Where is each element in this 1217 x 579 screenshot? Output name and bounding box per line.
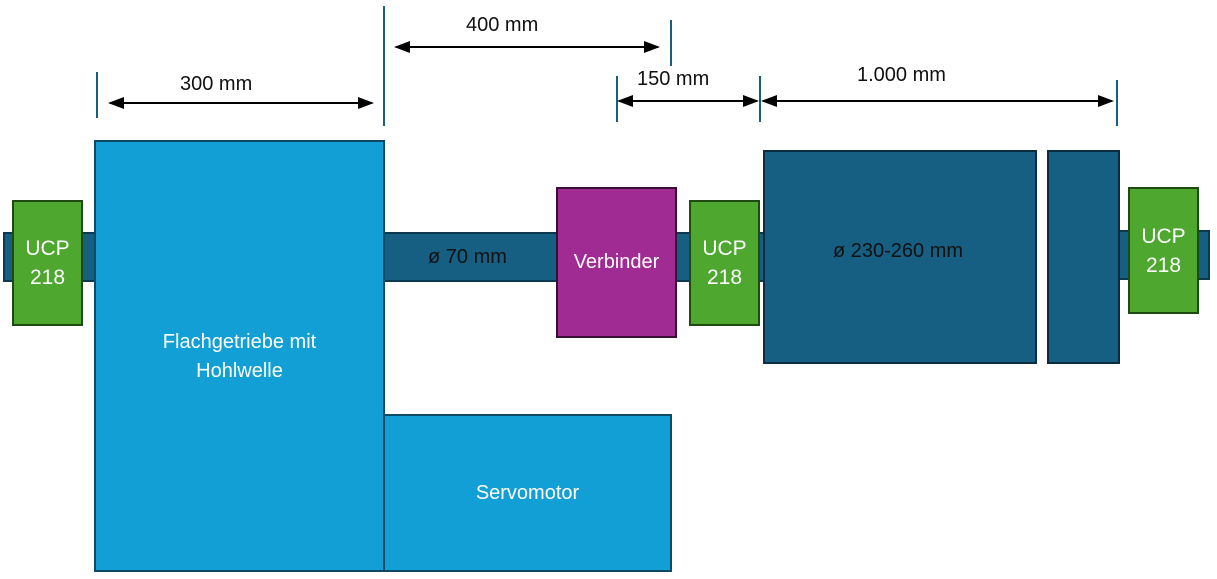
connector-verbinder: Verbinder — [556, 187, 677, 338]
ucp-bearing-right: UCP 218 — [1128, 187, 1199, 314]
dim-label-1000: 1.000 mm — [857, 64, 946, 86]
dim-tick — [759, 76, 761, 122]
ucp-bearing-middle: UCP 218 — [689, 200, 760, 326]
ucp-bearing-left: UCP 218 — [12, 200, 83, 326]
dim-tick — [383, 6, 385, 126]
shaft-diameter-label: ø 70 mm — [428, 246, 507, 268]
ucp-right-line2: 218 — [1145, 253, 1182, 277]
gearbox: Flachgetriebe mit Hohlwelle — [94, 140, 385, 572]
ucp-left-line2: 218 — [29, 266, 66, 289]
ucp-left-line1: UCP — [25, 237, 70, 260]
dim-tick — [670, 20, 672, 66]
drum-main — [763, 150, 1037, 364]
dim-tick — [1116, 80, 1118, 126]
connector-label: Verbinder — [573, 251, 660, 273]
ucp-mid-line1: UCP — [702, 237, 747, 260]
servomotor: Servomotor — [383, 414, 672, 572]
ucp-right-line1: UCP — [1141, 224, 1186, 248]
gearbox-label-line2: Hohlwelle — [196, 360, 283, 382]
dim-tick — [96, 72, 98, 118]
drum-diameter-label: ø 230-260 mm — [833, 240, 964, 262]
servomotor-label: Servomotor — [475, 481, 580, 504]
drum-end — [1047, 150, 1120, 364]
ucp-mid-line2: 218 — [706, 266, 743, 289]
dim-label-400: 400 mm — [466, 14, 539, 36]
gearbox-label-line1: Flachgetriebe mit — [162, 331, 317, 353]
dim-label-300: 300 mm — [180, 73, 253, 95]
dim-label-150: 150 mm — [637, 68, 710, 90]
